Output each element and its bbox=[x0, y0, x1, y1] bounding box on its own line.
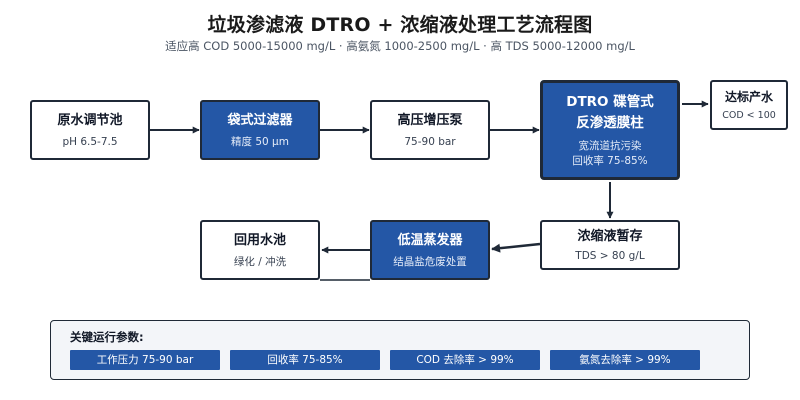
node-source-tank: 原水调节池 pH 6.5-7.5 bbox=[30, 100, 150, 160]
node-compliant-effluent: 达标产水 COD < 100 bbox=[710, 80, 788, 130]
node-detail: 75-90 bar bbox=[404, 135, 456, 148]
node-detail: pH 6.5-7.5 bbox=[62, 135, 118, 148]
node-detail-line1: 宽流道抗污染 bbox=[578, 140, 642, 152]
node-name: 袋式过滤器 bbox=[227, 112, 293, 128]
parameter-chip-recovery: 回收率 75-85% bbox=[230, 350, 380, 370]
parameter-chip-cod-removal: COD 去除率 > 99% bbox=[390, 350, 540, 370]
node-detail: 结晶盐危废处置 bbox=[393, 255, 467, 268]
node-detail: COD < 100 bbox=[722, 109, 776, 121]
node-name: 浓缩液暂存 bbox=[577, 228, 643, 244]
key-parameters-title: 关键运行参数: bbox=[70, 330, 144, 344]
node-name: 低温蒸发器 bbox=[397, 232, 463, 248]
parameter-chip-row: 工作压力 75-90 bar 回收率 75-85% COD 去除率 > 99% … bbox=[70, 350, 700, 370]
node-concentrate-storage: 浓缩液暂存 TDS > 80 g/L bbox=[540, 220, 680, 270]
parameter-chip-pressure: 工作压力 75-90 bar bbox=[70, 350, 220, 370]
key-parameters-panel: 关键运行参数: 工作压力 75-90 bar 回收率 75-85% COD 去除… bbox=[50, 320, 750, 380]
node-name: 达标产水 bbox=[724, 89, 773, 104]
node-reuse-tank: 回用水池 绿化 / 冲洗 bbox=[200, 220, 320, 280]
node-detail: TDS > 80 g/L bbox=[575, 249, 645, 262]
node-name: 回用水池 bbox=[233, 232, 286, 248]
node-name: 原水调节池 bbox=[57, 112, 123, 128]
parameter-chip-ammonia-removal: 氨氮去除率 > 99% bbox=[550, 350, 700, 370]
diagram-subtitle: 适应高 COD 5000-15000 mg/L · 高氨氮 1000-2500 … bbox=[165, 39, 635, 53]
node-low-temp-evaporator: 低温蒸发器 结晶盐危废处置 bbox=[370, 220, 490, 280]
node-detail: 精度 50 μm bbox=[231, 135, 289, 148]
node-name-line2: 反渗透膜柱 bbox=[576, 115, 644, 131]
node-name-line1: DTRO 碟管式 bbox=[566, 94, 654, 110]
node-bag-filter: 袋式过滤器 精度 50 μm bbox=[200, 100, 320, 160]
diagram-title: 垃圾渗滤液 DTRO + 浓缩液处理工艺流程图 bbox=[207, 14, 593, 36]
node-dtro-membrane: DTRO 碟管式 反渗透膜柱 宽流道抗污染 回收率 75-85% bbox=[540, 80, 680, 180]
node-name: 高压增压泵 bbox=[397, 112, 463, 128]
arrow-conc-to-evap bbox=[491, 242, 541, 253]
node-detail-line2: 回收率 75-85% bbox=[572, 155, 648, 167]
node-detail: 绿化 / 冲洗 bbox=[233, 255, 287, 268]
node-booster-pump: 高压增压泵 75-90 bar bbox=[370, 100, 490, 160]
